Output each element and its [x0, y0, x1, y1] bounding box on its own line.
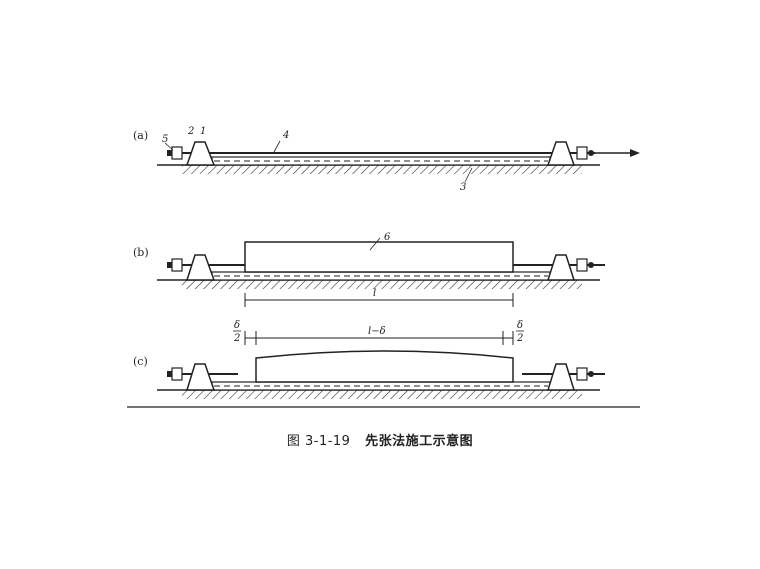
- leader-3: [464, 167, 473, 183]
- half-delta-left-den: 2: [233, 333, 240, 344]
- panel-a: (a) 5 2 1 4 3: [133, 126, 640, 193]
- callout-5: 5: [162, 134, 168, 145]
- callout-3: 3: [460, 182, 466, 193]
- cambered-member: [255, 350, 514, 383]
- left-abutment: [185, 141, 216, 166]
- jack-pin: [588, 371, 594, 377]
- left-abutment: [185, 254, 216, 281]
- half-delta-left-num: δ: [234, 320, 240, 331]
- callout-6: 6: [384, 232, 391, 243]
- panel-c: (c) l−δ δ 2 δ 2: [133, 320, 605, 399]
- left-abutment: [185, 363, 216, 391]
- jack-pin: [588, 262, 594, 268]
- panel-c-label: (c): [133, 355, 148, 368]
- left-anchor: [171, 258, 183, 272]
- figure-title: 先张法施工示意图: [365, 434, 474, 449]
- panel-b: (b) 6 l: [133, 232, 605, 307]
- leader-6: [369, 237, 381, 251]
- leader-4: [273, 140, 281, 153]
- leader-5: [164, 142, 174, 151]
- tension-arrowhead: [630, 149, 640, 157]
- dimension-label-l-delta: l−δ: [368, 326, 386, 337]
- right-anchor: [576, 367, 588, 381]
- left-clamp: [167, 262, 172, 268]
- half-delta-right-num: δ: [517, 320, 523, 331]
- concrete-member: [244, 241, 514, 273]
- figure-number: 图 3-1-19: [286, 434, 351, 449]
- ground-hatch: [182, 165, 582, 174]
- right-abutment: [546, 363, 576, 391]
- half-delta-left: δ 2: [233, 320, 241, 344]
- right-anchor: [576, 146, 588, 160]
- panel-b-label: (b): [133, 246, 149, 259]
- dimension-label-l: l: [373, 288, 376, 299]
- left-clamp: [167, 150, 172, 156]
- left-clamp: [167, 371, 172, 377]
- panel-a-label: (a): [133, 129, 148, 142]
- right-anchor: [576, 258, 588, 272]
- right-abutment: [546, 141, 576, 166]
- half-delta-right-den: 2: [516, 333, 523, 344]
- ground-hatch: [182, 280, 582, 289]
- left-anchor: [171, 367, 183, 381]
- right-abutment: [546, 254, 576, 281]
- figure-caption: 图 3-1-19 先张法施工示意图: [0, 430, 760, 449]
- callout-4: 4: [282, 130, 289, 141]
- jack-pin: [588, 150, 594, 156]
- ground-hatch: [182, 390, 582, 399]
- left-anchor: [171, 146, 183, 160]
- callout-1: 1: [200, 126, 206, 137]
- half-delta-right: δ 2: [516, 320, 524, 344]
- callout-2: 2: [187, 126, 194, 137]
